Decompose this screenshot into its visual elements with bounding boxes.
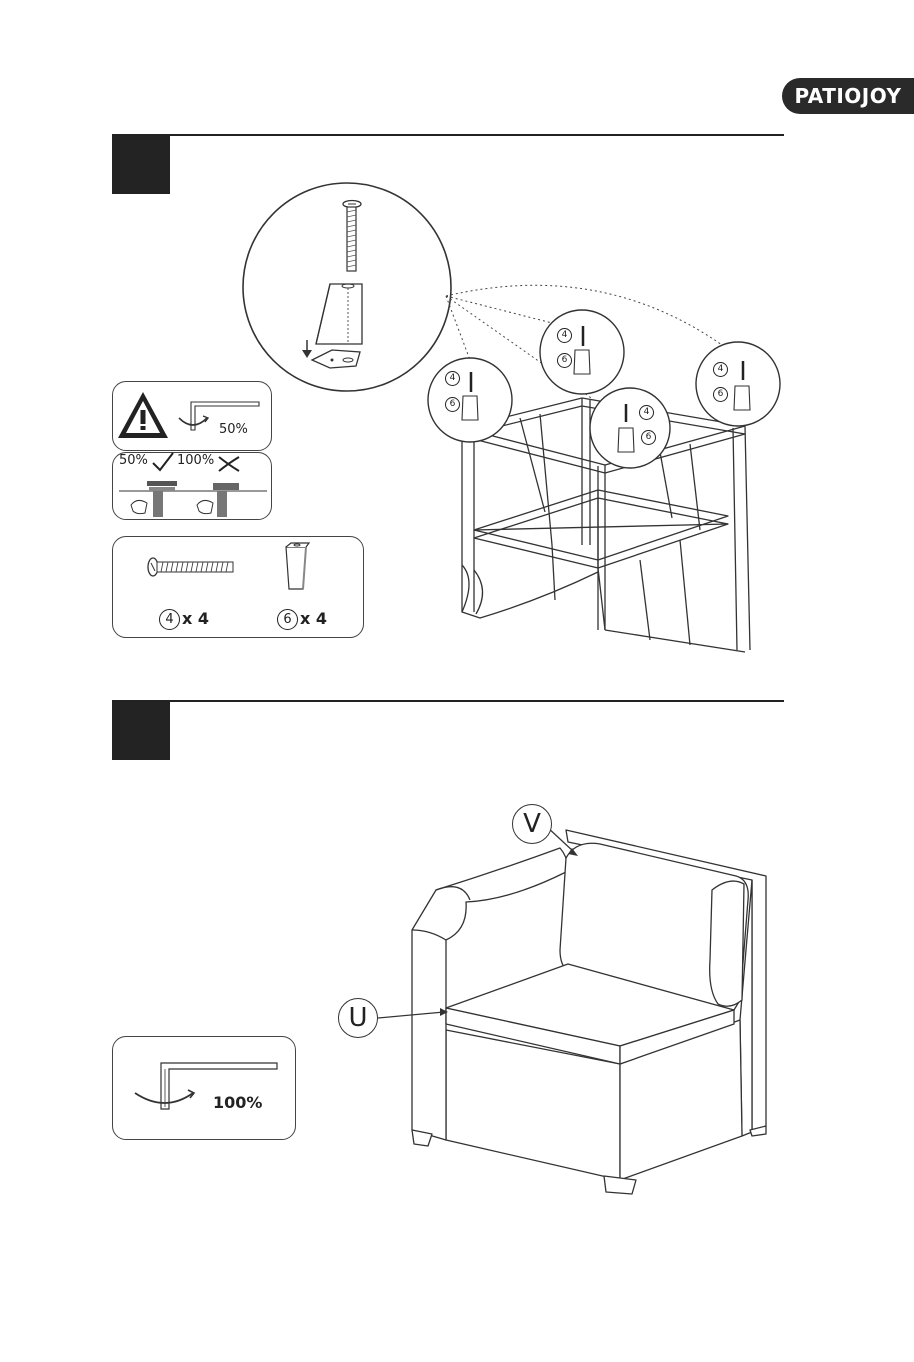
tighten-100-label: 100% (213, 1093, 262, 1112)
label-u-marker: U (338, 998, 378, 1038)
label-v-marker: V (512, 804, 552, 844)
tighten-100-panel: 100% (112, 1036, 296, 1140)
